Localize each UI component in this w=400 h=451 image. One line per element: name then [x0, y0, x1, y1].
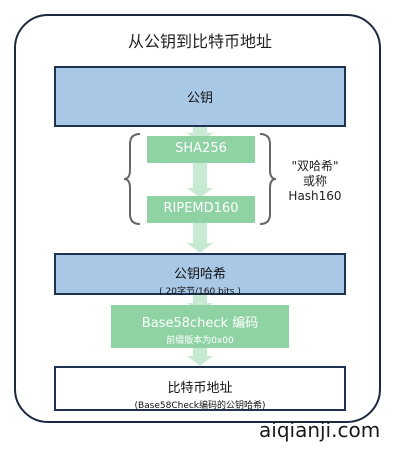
base58check-label: Base58check 编码 — [141, 316, 259, 331]
bitcoin-address-sublabel: (Base58Check编码的公钥哈希) — [134, 401, 266, 411]
double-hash-note-line1: "双哈希" — [291, 159, 339, 173]
base58check-sublabel: 前缀版本为0x00 — [166, 336, 234, 346]
double-hash-note-line2: 或称 — [302, 174, 327, 188]
sha256-box: SHA256 — [147, 136, 255, 163]
bitcoin-address-label: 比特币地址 — [167, 381, 233, 396]
double-hash-note: "双哈希" 或称 Hash160 — [283, 159, 347, 204]
public-key-hash-label: 公钥哈希 — [173, 267, 226, 282]
ripemd160-label: RIPEMD160 — [163, 201, 239, 216]
public-key-box: 公钥 — [54, 66, 346, 127]
double-hash-note-line3: Hash160 — [288, 189, 342, 203]
public-key-hash-box: 公钥哈希 ( 20字节/160 bits ) — [54, 253, 346, 297]
sha256-label: SHA256 — [175, 141, 227, 156]
ripemd160-box: RIPEMD160 — [147, 196, 255, 223]
bitcoin-address-box: 比特币地址 (Base58Check编码的公钥哈希) — [54, 366, 346, 411]
diagram-title: 从公钥到比特币地址 — [127, 32, 272, 51]
left-brace — [123, 133, 141, 225]
public-key-hash-sublabel: ( 20字节/160 bits ) — [159, 287, 241, 297]
public-key-label: 公钥 — [186, 91, 213, 106]
watermark-text: aiqianji.com — [259, 418, 381, 442]
right-brace — [259, 133, 277, 225]
base58check-box: Base58check 编码 前缀版本为0x00 — [111, 305, 289, 348]
